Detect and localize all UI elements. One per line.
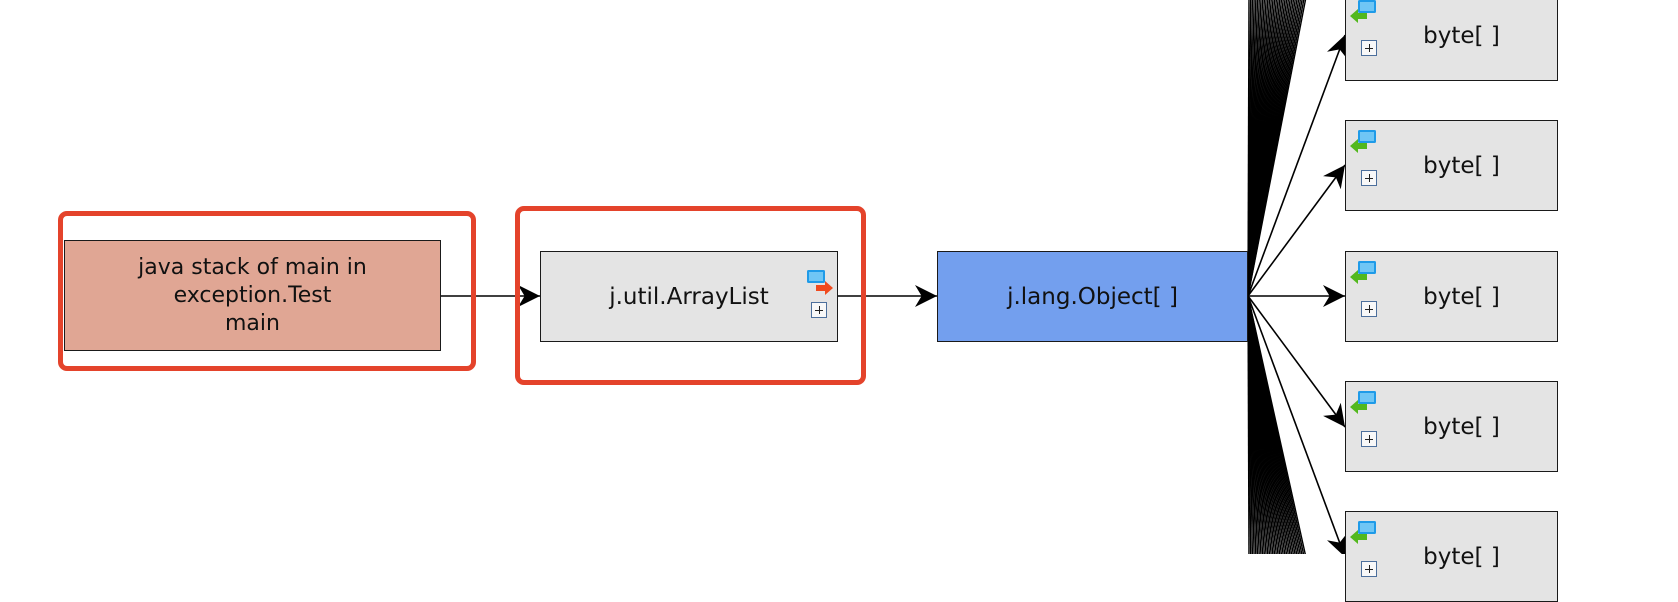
java-stack-node[interactable]: java stack of main in exception.Test mai… bbox=[64, 240, 441, 351]
byte-array-node[interactable]: byte[ ] bbox=[1345, 251, 1558, 342]
byte-array-node[interactable]: byte[ ] bbox=[1345, 511, 1558, 602]
incoming-reference-icon bbox=[1350, 0, 1376, 23]
arraylist-node-label: j.util.ArrayList bbox=[609, 283, 769, 310]
expand-icon[interactable] bbox=[1361, 301, 1377, 317]
incoming-reference-icon bbox=[1350, 391, 1376, 414]
edge-object-array-to-byte-array bbox=[1247, 295, 1346, 428]
edge-object-array-to-byte-array bbox=[1247, 295, 1348, 554]
edge-object-array-to-byte-array bbox=[1247, 164, 1346, 297]
edge-object-array-to-byte-array bbox=[1247, 34, 1348, 297]
byte-array-node[interactable]: byte[ ] bbox=[1345, 120, 1558, 211]
arraylist-node[interactable]: j.util.ArrayList bbox=[540, 251, 838, 342]
byte-array-node-label: byte[ ] bbox=[1423, 283, 1500, 310]
expand-icon[interactable] bbox=[1361, 170, 1377, 186]
byte-array-node-label: byte[ ] bbox=[1423, 22, 1500, 49]
fan-out-edges bbox=[1247, 0, 1348, 554]
reference-graph-canvas bbox=[441, 0, 1348, 554]
object-array-node[interactable]: j.lang.Object[ ] bbox=[937, 251, 1248, 342]
fan-edge bbox=[1247, 295, 1306, 554]
byte-array-node[interactable]: byte[ ] bbox=[1345, 0, 1558, 81]
object-array-node-label: j.lang.Object[ ] bbox=[1007, 283, 1178, 310]
incoming-reference-icon bbox=[1350, 521, 1376, 544]
incoming-reference-icon bbox=[1350, 130, 1376, 153]
highlight-stack-box bbox=[58, 211, 476, 371]
expand-icon[interactable] bbox=[1361, 431, 1377, 447]
outgoing-reference-icon bbox=[807, 270, 833, 295]
byte-array-node-label: byte[ ] bbox=[1423, 152, 1500, 179]
expand-icon[interactable] bbox=[811, 302, 827, 318]
expand-icon[interactable] bbox=[1361, 561, 1377, 577]
byte-array-node-label: byte[ ] bbox=[1423, 543, 1500, 570]
byte-array-node[interactable]: byte[ ] bbox=[1345, 381, 1558, 472]
fan-edge bbox=[1247, 0, 1307, 297]
incoming-reference-icon bbox=[1350, 261, 1376, 284]
java-stack-node-label: java stack of main in exception.Test mai… bbox=[138, 254, 367, 336]
highlight-arraylist-box bbox=[515, 206, 866, 385]
byte-array-node-label: byte[ ] bbox=[1423, 413, 1500, 440]
expand-icon[interactable] bbox=[1361, 40, 1377, 56]
